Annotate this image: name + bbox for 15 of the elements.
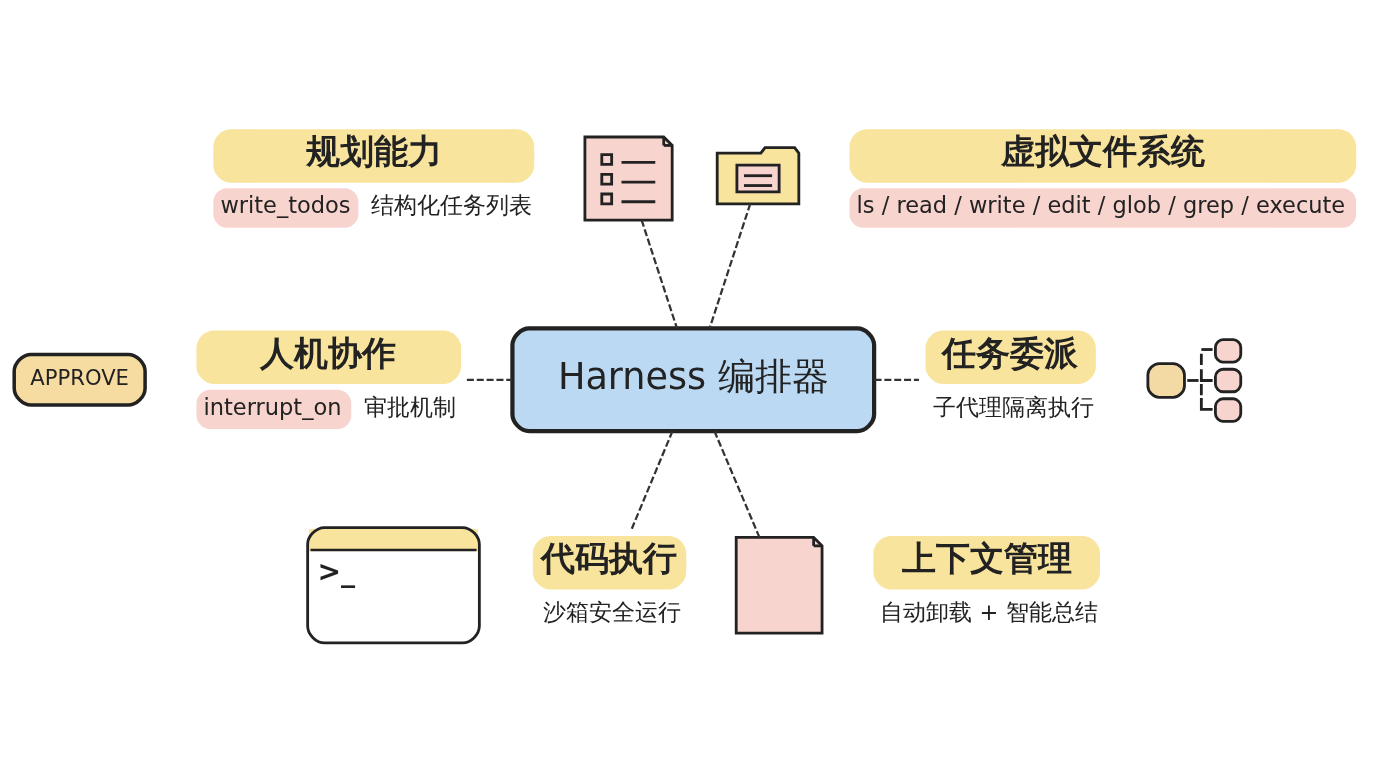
connector <box>466 378 513 381</box>
node-label: 自动卸载 + 智能总结 <box>880 599 1098 626</box>
connector <box>874 378 919 381</box>
connector <box>640 219 679 329</box>
node-box: Harness 编排器 <box>510 326 877 434</box>
node-box: APPROVE <box>12 352 147 407</box>
connector <box>708 203 752 329</box>
node-picture <box>715 146 801 206</box>
node-label: 子代理隔离执行 <box>932 393 1094 420</box>
connector <box>713 430 761 538</box>
node-label: 沙箱安全运行 <box>542 599 681 626</box>
node-box: 上下文管理 <box>873 536 1100 590</box>
node-box: 任务委派 <box>925 330 1096 384</box>
connector <box>630 430 674 531</box>
node-box: 代码执行 <box>532 536 687 590</box>
